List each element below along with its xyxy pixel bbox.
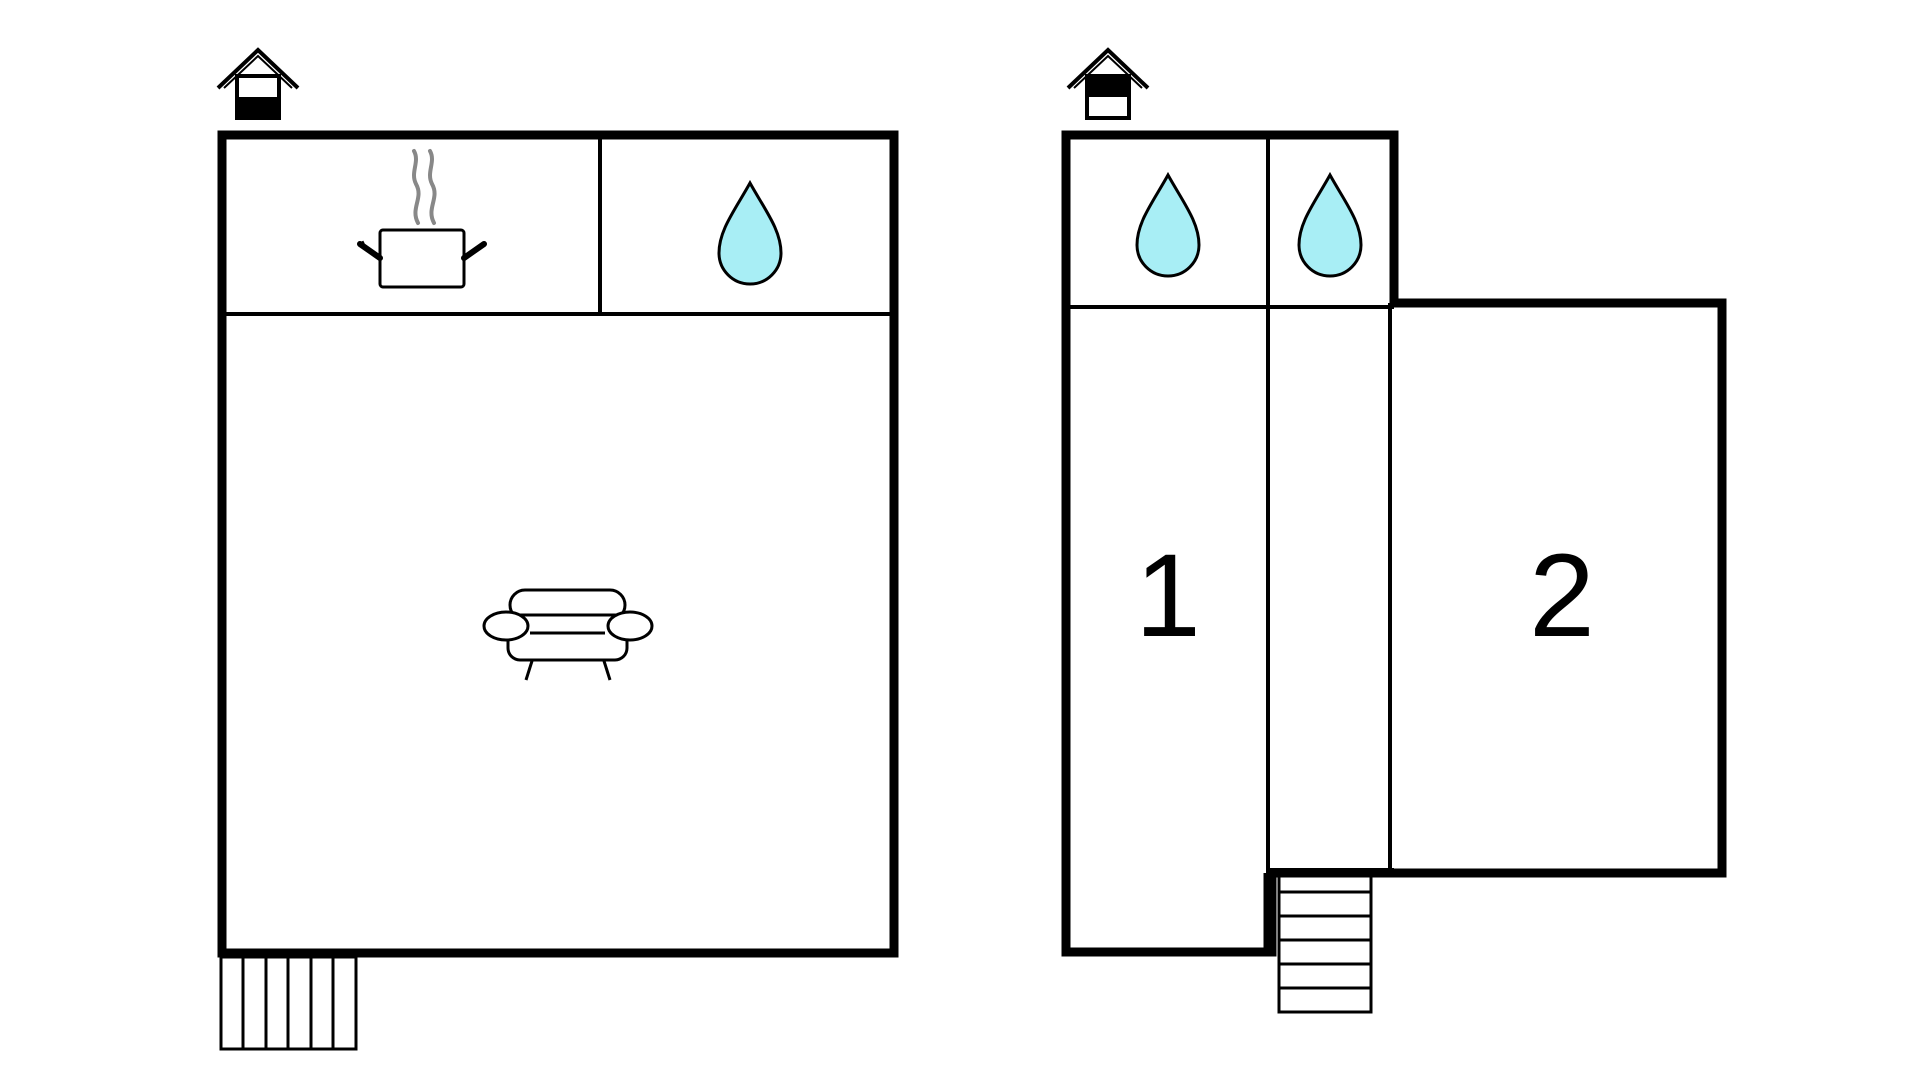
sofa-icon xyxy=(482,588,654,681)
house-floor-indicator-icon xyxy=(1066,47,1150,120)
ground-floor-outline xyxy=(217,130,899,958)
stairs-icon xyxy=(1277,866,1373,1014)
bedroom-1-label: 1 xyxy=(1135,530,1201,662)
cooking-pot-icon xyxy=(357,149,487,289)
water-drop-icon xyxy=(1135,171,1201,278)
kitchen-room xyxy=(357,149,487,289)
ground-floor xyxy=(216,47,899,1051)
bedroom-2-label: 2 xyxy=(1529,530,1595,662)
upper-floor: 1 2 xyxy=(1061,47,1727,1014)
living-room xyxy=(482,588,654,681)
water-drop-icon xyxy=(1297,171,1363,278)
upper-floor-outline xyxy=(1061,130,1727,957)
house-floor-indicator-icon xyxy=(216,47,300,120)
deck-icon xyxy=(219,955,358,1051)
water-drop-icon xyxy=(717,179,783,286)
upper-level-marker xyxy=(1087,76,1129,97)
bathroom-room xyxy=(1135,171,1201,278)
bathroom-room xyxy=(717,179,783,286)
bathroom-room xyxy=(1297,171,1363,278)
ground-level-marker xyxy=(237,97,279,118)
